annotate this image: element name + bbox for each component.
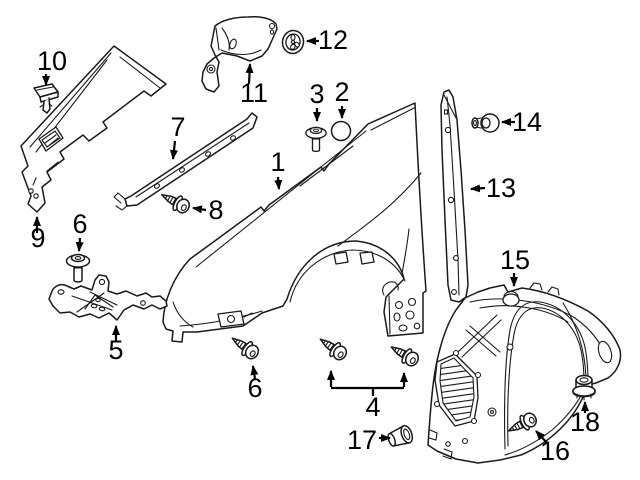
callout-17: 17 bbox=[347, 425, 391, 455]
callout-label-11: 11 bbox=[240, 78, 268, 108]
push-clip-part bbox=[33, 83, 59, 114]
callout-18: 18 bbox=[570, 401, 600, 437]
callout-label-6b: 6 bbox=[247, 373, 262, 403]
callout-label-18: 18 bbox=[570, 407, 600, 437]
callout-label-9: 9 bbox=[30, 223, 45, 253]
callout-12: 12 bbox=[306, 25, 348, 55]
callout-11: 11 bbox=[240, 63, 268, 108]
callout-10: 10 bbox=[37, 46, 67, 86]
callout-2: 2 bbox=[334, 77, 350, 119]
callout-14: 14 bbox=[501, 107, 542, 137]
rear-molding-strip-part bbox=[440, 89, 469, 303]
callout-1: 1 bbox=[270, 147, 286, 190]
tube-nut-17-part bbox=[387, 424, 414, 447]
callout-9: 9 bbox=[30, 216, 46, 253]
callout-label-7: 7 bbox=[170, 112, 185, 142]
callout-label-5: 5 bbox=[108, 335, 123, 365]
retainer-clip-part bbox=[471, 113, 500, 133]
screw-8-part bbox=[157, 186, 193, 217]
plug-cap-2-part bbox=[330, 120, 352, 142]
flange-bolt-3-part bbox=[305, 126, 327, 153]
screw-4b-part bbox=[386, 339, 422, 370]
callout-6b: 6 bbox=[247, 365, 263, 403]
callout-label-8: 8 bbox=[208, 195, 223, 225]
screw-6b-part bbox=[227, 330, 263, 363]
callout-label-4: 4 bbox=[365, 392, 380, 422]
callout-6a: 6 bbox=[72, 209, 88, 252]
callout-label-13: 13 bbox=[486, 173, 516, 203]
callout-13: 13 bbox=[470, 173, 516, 203]
flange-bolt-6a-part bbox=[65, 253, 91, 283]
callout-8: 8 bbox=[192, 195, 224, 225]
callout-3: 3 bbox=[309, 79, 325, 122]
grommet-part bbox=[281, 29, 305, 55]
callout-label-6a: 6 bbox=[72, 209, 87, 239]
callout-label-15: 15 bbox=[500, 245, 530, 275]
callout-label-2: 2 bbox=[334, 77, 349, 107]
callouts: 1 2 3 4 5 6 6 7 bbox=[30, 25, 600, 466]
fender-liner-part bbox=[427, 282, 622, 464]
fender-part bbox=[162, 102, 427, 343]
callout-16: 16 bbox=[535, 430, 570, 466]
callout-15: 15 bbox=[500, 245, 530, 287]
upper-rail-part bbox=[113, 112, 258, 211]
screw-4a-part bbox=[315, 331, 351, 364]
cap-nut-18-part bbox=[572, 374, 596, 401]
callout-label-16: 16 bbox=[540, 436, 570, 466]
corner-shield-part bbox=[201, 16, 278, 93]
callout-label-12: 12 bbox=[318, 25, 348, 55]
mounting-bracket-part bbox=[48, 274, 168, 321]
callout-5: 5 bbox=[108, 325, 124, 365]
callout-label-17: 17 bbox=[347, 425, 377, 455]
callout-label-10: 10 bbox=[37, 46, 67, 76]
insulator-panel-part bbox=[20, 45, 167, 213]
callout-label-3: 3 bbox=[309, 79, 324, 109]
callout-7: 7 bbox=[170, 112, 186, 160]
callout-4: 4 bbox=[327, 370, 408, 422]
callout-label-14: 14 bbox=[512, 107, 542, 137]
callout-label-1: 1 bbox=[270, 147, 285, 177]
